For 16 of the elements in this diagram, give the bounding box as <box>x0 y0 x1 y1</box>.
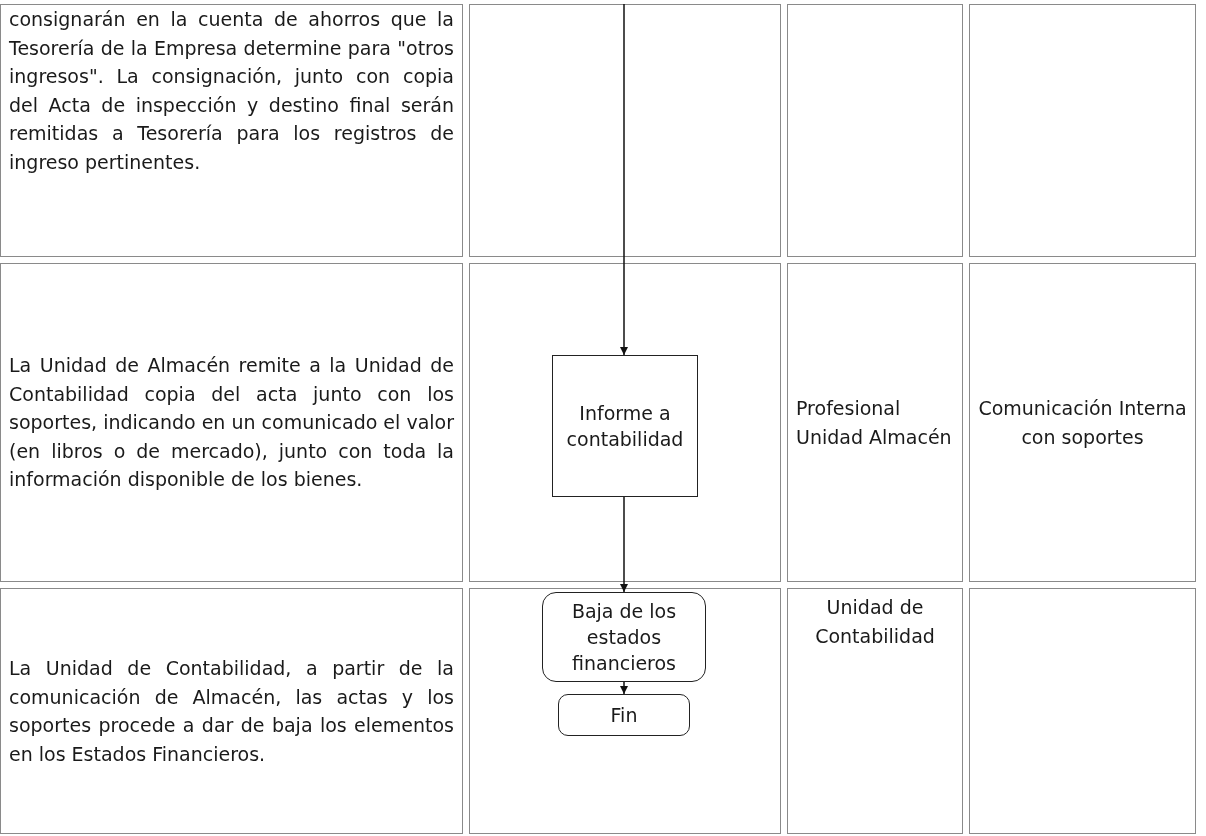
cell-text: Unidad de Contabilidad <box>814 595 936 649</box>
process-box <box>552 355 698 497</box>
arrow <box>620 496 628 593</box>
cell-text: consignarán en la cuenta de ahorros que la Tesorería de la Empresa determine para "otros ingresos". La consignación, junto con copia del Acta de inspección y destino final serán remitidas a Tesorería para los registros de ingreso pertinentes. <box>9 7 454 175</box>
terminal-box <box>542 592 706 682</box>
cell-text: Profesional Unidad Almacén <box>796 396 953 450</box>
node-text: Fin <box>610 703 638 728</box>
terminal-box <box>558 694 690 736</box>
node-text: Baja de los estados financieros <box>570 599 678 676</box>
arrow <box>620 3 628 356</box>
table-cell <box>469 4 781 257</box>
node-text: Informe a contabilidad <box>565 401 685 452</box>
cell-text: La Unidad de Contabilidad, a partir de la comunicación de Almacén, las actas y los soportes procede a dar de baja los elementos en los Estados Financieros. <box>9 656 454 767</box>
cell-text: La Unidad de Almacén remite a la Unidad de Contabilidad copia del acta junto con los soportes, indicando en un comunicado el valor (en libros o de mercado), junto con toda la información disponible de los bienes. <box>9 353 454 493</box>
cell-text: Comunicación Interna con soportes <box>978 396 1187 450</box>
arrow <box>620 681 628 695</box>
